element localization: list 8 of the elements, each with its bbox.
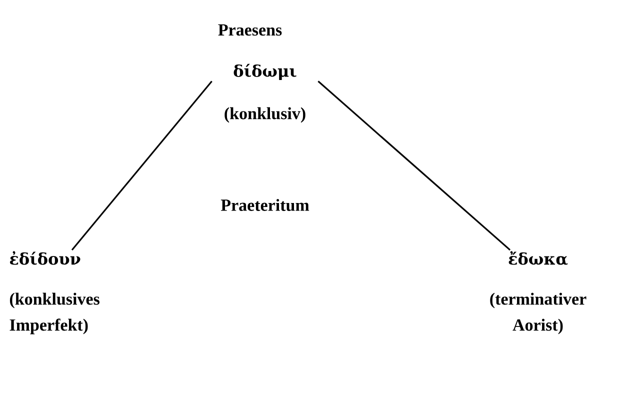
- word-label: ἔδωκα (terminativer Aorist): [490, 251, 586, 334]
- word-label: δίδωμι: [234, 64, 296, 80]
- text-label: (konklusiv): [224, 107, 306, 123]
- text-label: Praesens: [218, 24, 282, 36]
- word-label: ἐδίδουν (konklusives Imperfekt): [10, 251, 100, 334]
- line: [71, 80, 212, 250]
- line: [318, 80, 511, 251]
- text-label: Praeteritum: [220, 199, 310, 211]
